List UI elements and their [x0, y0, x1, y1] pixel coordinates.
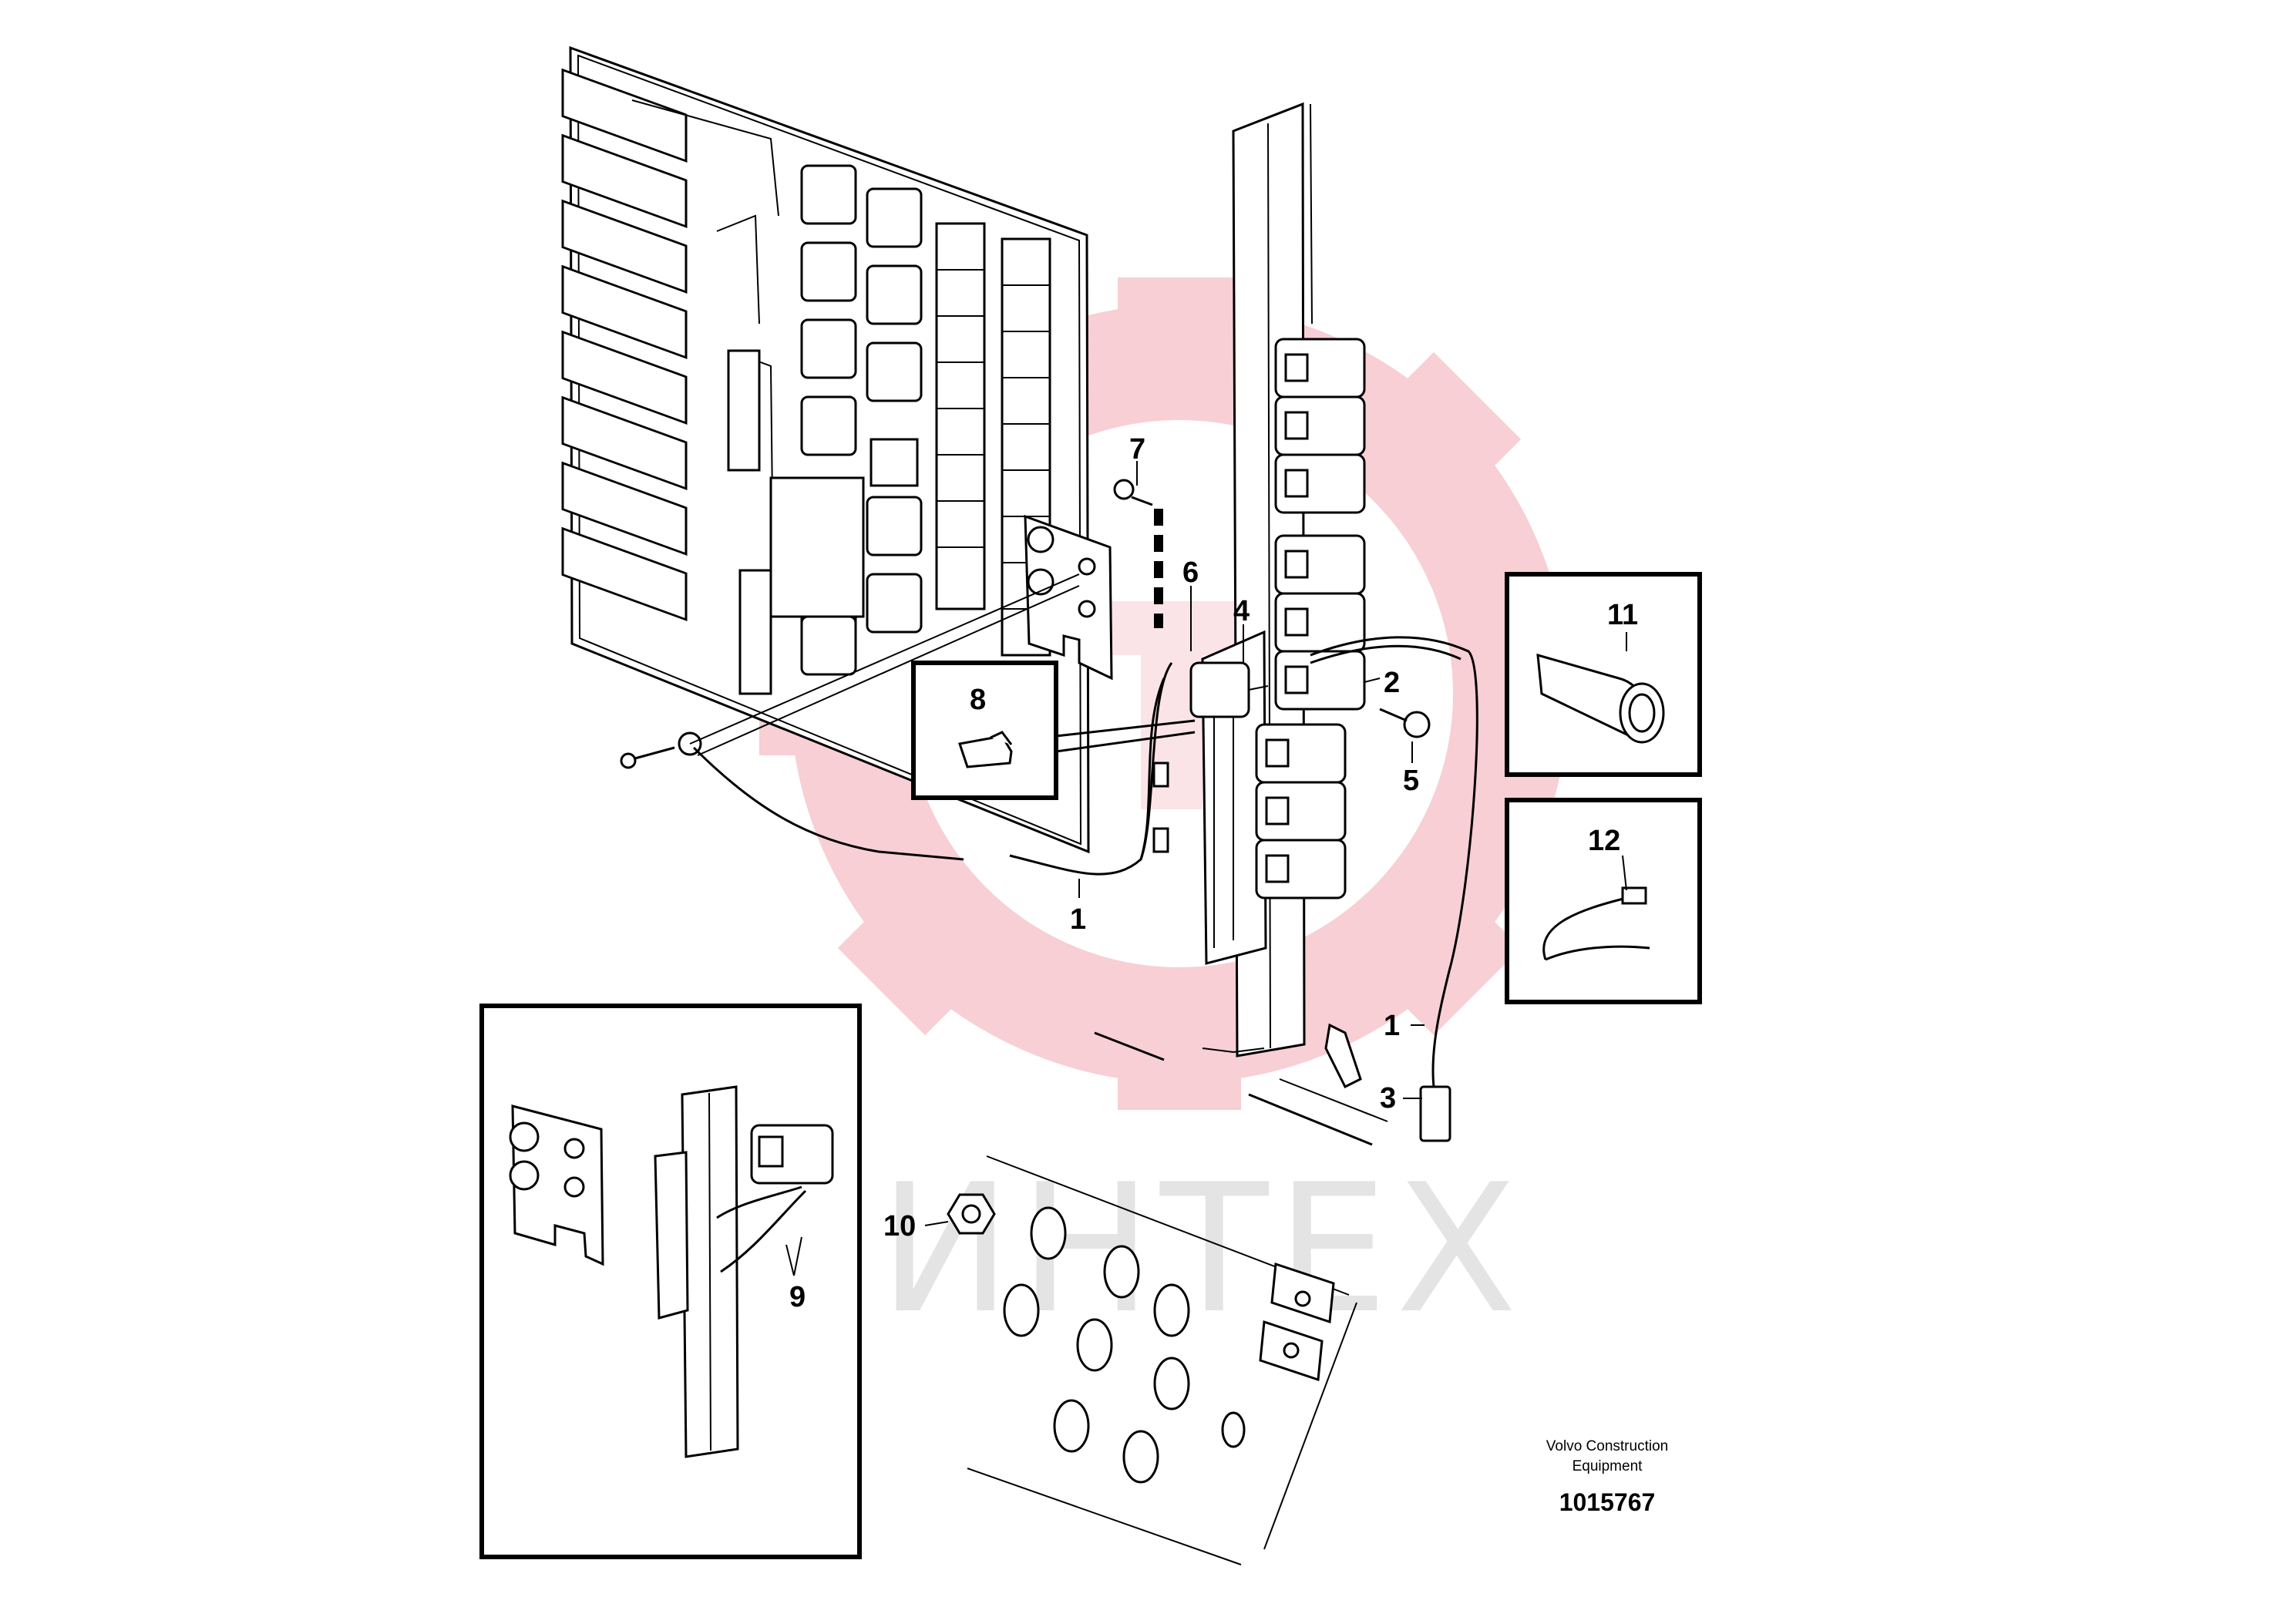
- clip-plates: [1259, 1262, 1335, 1382]
- inset-item-11: [1505, 572, 1702, 777]
- callout-8: 8: [970, 684, 986, 716]
- callout-1-right: 1: [1384, 1010, 1400, 1042]
- mounting-bracket: [1024, 514, 1113, 681]
- callout-10: 10: [883, 1210, 916, 1242]
- callout-12: 12: [1588, 825, 1620, 857]
- relay-item-4: [1189, 661, 1250, 718]
- screw-item-7: [1113, 479, 1163, 628]
- callout-11: 11: [1607, 599, 1638, 631]
- grommet-panel: [967, 1155, 1357, 1565]
- callout-3: 3: [1380, 1082, 1396, 1115]
- nut-item-10: [947, 1193, 996, 1235]
- inset-detail-item-9: [479, 1004, 862, 1559]
- cable-with-connector-item-3: [1310, 636, 1478, 1142]
- connector-stack-middle: [1274, 534, 1366, 711]
- callout-9: 9: [789, 1281, 806, 1313]
- connector-stack-upper: [1274, 338, 1366, 514]
- watermark-text: ИНТЕХ: [879, 1147, 1525, 1353]
- callout-7: 7: [1129, 433, 1145, 466]
- document-number: 1015767: [1559, 1488, 1656, 1516]
- inset-fuse-item-8: [911, 661, 1196, 800]
- connector-stack-lower: [1255, 723, 1347, 899]
- callout-2: 2: [1384, 667, 1400, 699]
- leader-lines: [785, 461, 1627, 1276]
- callout-5: 5: [1403, 765, 1419, 797]
- circuit-board: [561, 45, 1113, 854]
- callout-6: 6: [1182, 556, 1199, 589]
- manufacturer-credit: Volvo Construction Equipment 1015767: [1546, 1438, 1668, 1516]
- bolt-and-ground-cable: [620, 573, 1173, 876]
- manufacturer-line-2: Equipment: [1572, 1458, 1643, 1474]
- floor-lines: [1094, 1031, 1388, 1146]
- callout-4: 4: [1233, 595, 1250, 627]
- callout-1-left: 1: [1070, 903, 1086, 936]
- manufacturer-line-1: Volvo Construction: [1546, 1438, 1668, 1454]
- edge-connectors: [561, 68, 688, 621]
- inset-cable-tie-item-12: [1505, 798, 1702, 1004]
- callout-labels: 7 6 4 2 5 8 1 1 3 11 12 10 9: [789, 433, 1638, 1313]
- screw-item-5: [1379, 708, 1431, 738]
- board-traces: [631, 99, 919, 695]
